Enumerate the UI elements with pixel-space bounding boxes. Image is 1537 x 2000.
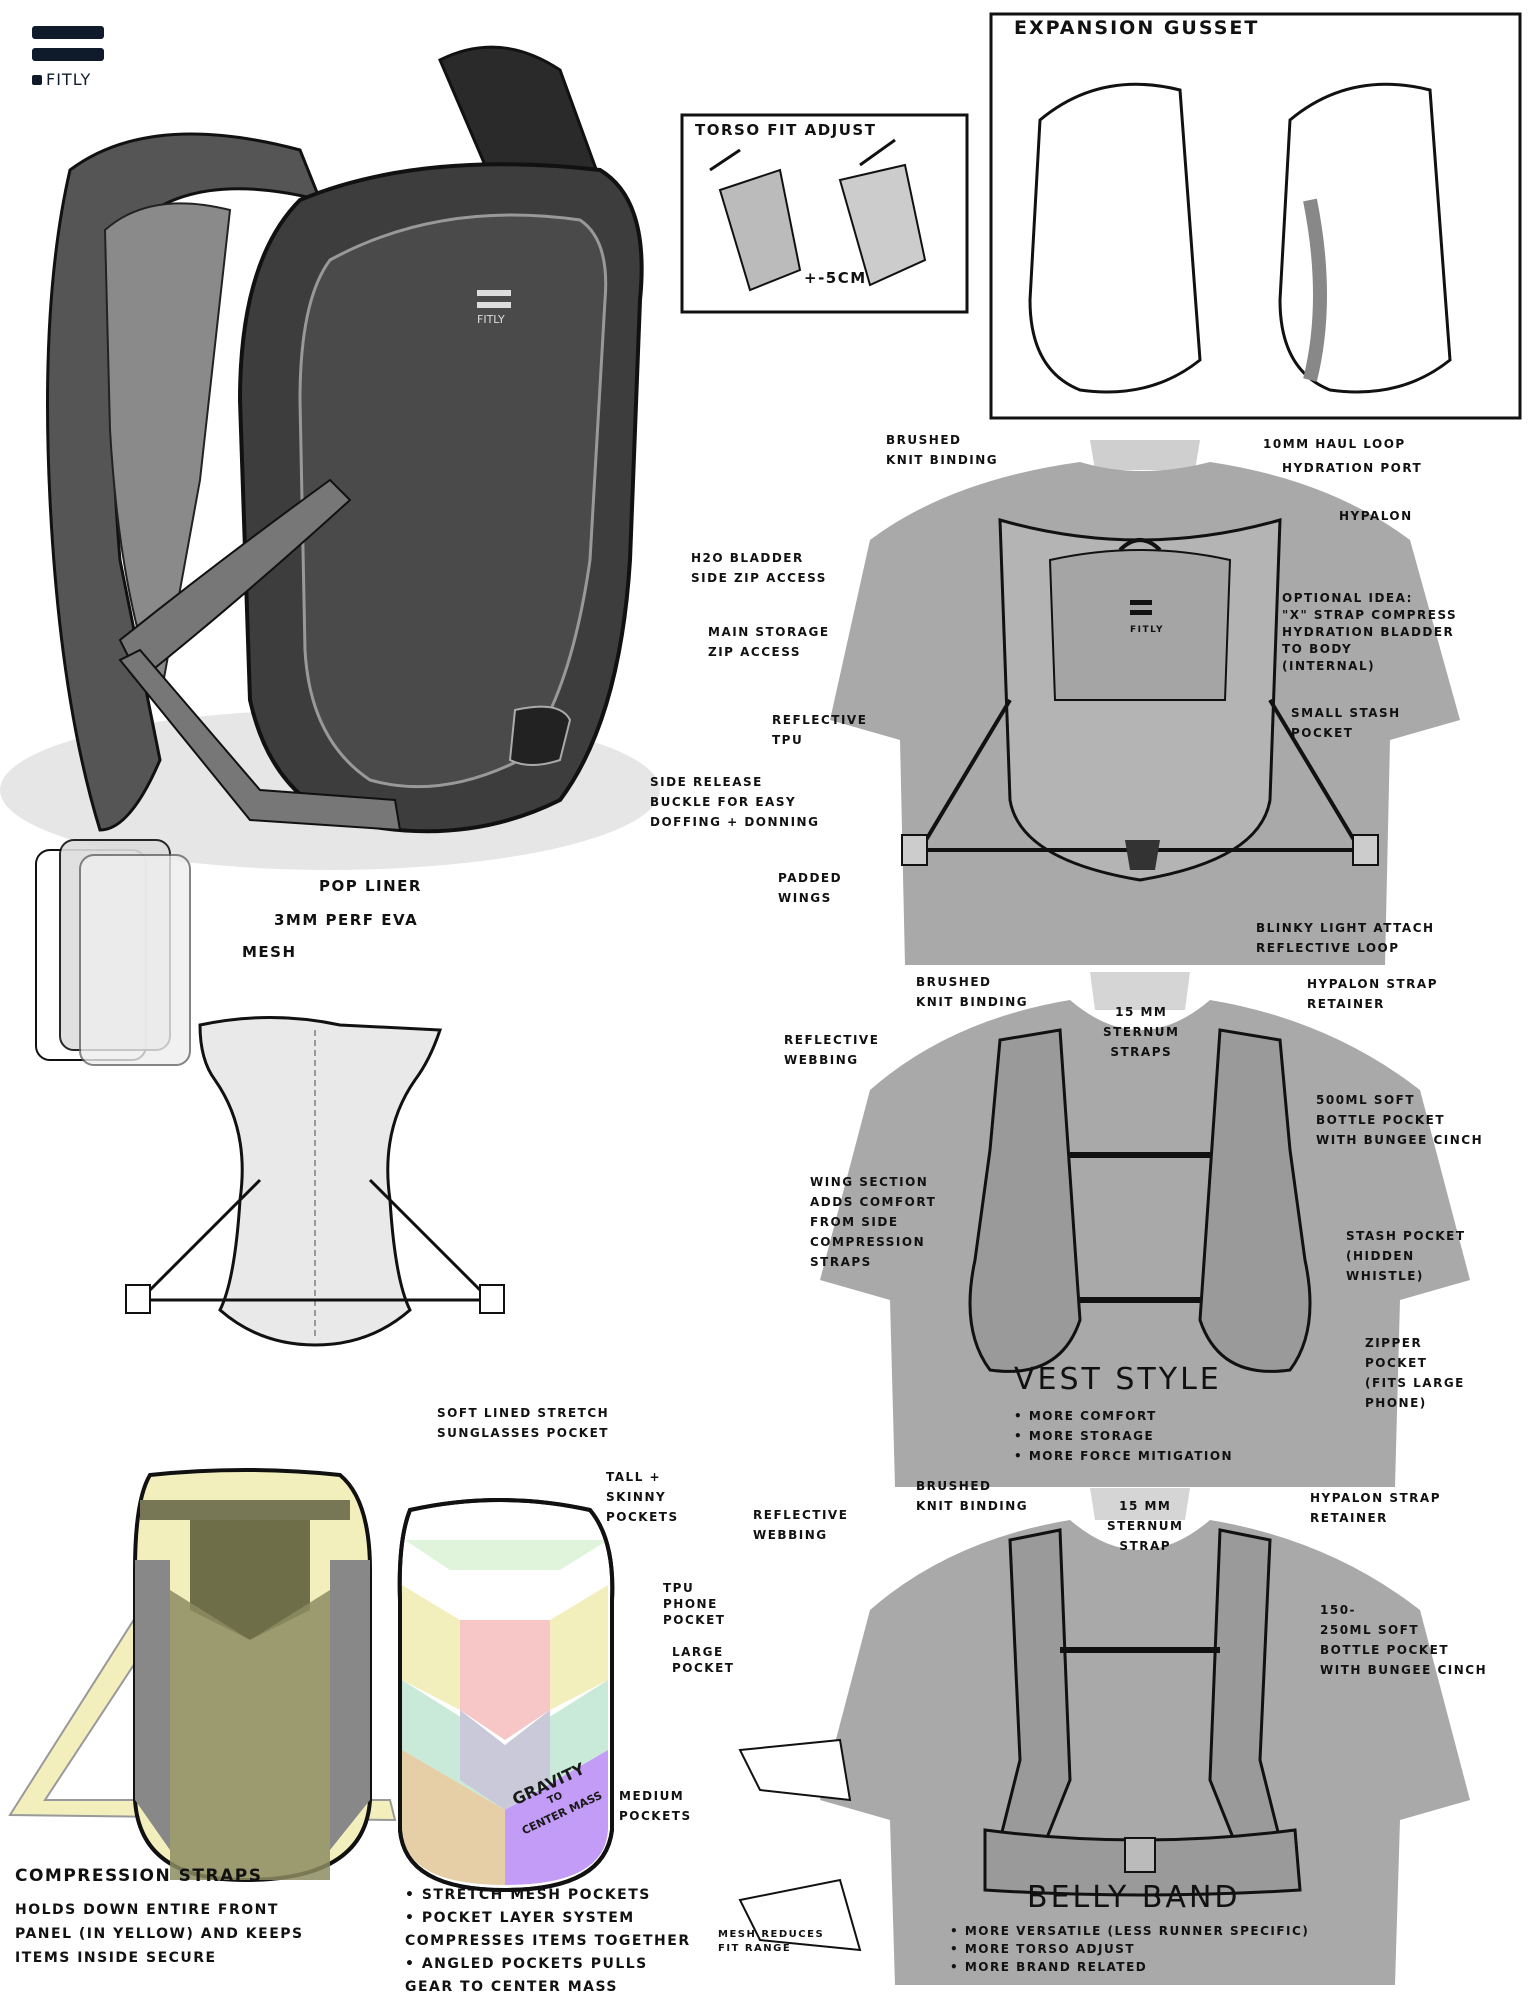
compression-straps-title: COMPRESSION STRAPS	[15, 1866, 263, 1886]
label-pop-liner: POP LINER	[319, 877, 422, 895]
hypalon-label: HYPALON	[1339, 509, 1413, 523]
belly-band-sketch	[738, 1488, 1480, 1988]
belly-band-title: BELLY BAND	[1027, 1880, 1241, 1915]
torso-fit-sketch	[680, 113, 969, 314]
haul-loop-label: 10MM HAUL LOOP	[1263, 437, 1406, 451]
pocket-layers-panel	[397, 1498, 615, 1893]
hydration-port-label: HYDRATION PORT	[1282, 461, 1423, 475]
label-mesh: MESH	[242, 943, 297, 961]
vest-style-title: VEST STYLE	[1014, 1362, 1222, 1397]
back-logo: FITLY	[1130, 625, 1164, 635]
hero-logo: FITLY	[477, 313, 505, 326]
brand-logo: FITLY	[32, 26, 104, 89]
torso-fit-measure: +-5CM	[804, 269, 867, 287]
layers-sketch	[35, 839, 191, 1066]
pocket-bullets: • STRETCH MESH POCKETS• POCKET LAYER SYS…	[405, 1887, 691, 1995]
back-view-sketch	[810, 440, 1470, 965]
compression-panel	[8, 1468, 397, 1883]
torso-fit-title: TORSO FIT ADJUST	[695, 121, 877, 139]
expansion-title: EXPANSION GUSSET	[1014, 17, 1260, 39]
belly-bullets: • MORE VERSATILE (LESS RUNNER SPECIFIC)•…	[950, 1924, 1310, 1974]
vest-bullets: • MORE COMFORT• MORE STORAGE• MORE FORCE…	[1014, 1409, 1234, 1463]
brand-name: FITLY	[46, 70, 92, 89]
hero-backpack-render: FITLY	[0, 45, 660, 870]
spine-panel-sketch	[125, 1016, 505, 1347]
label-perf-eva: 3MM PERF EVA	[274, 911, 419, 929]
vest-style-sketch	[790, 972, 1525, 1487]
expansion-gusset-sketch	[989, 12, 1522, 420]
